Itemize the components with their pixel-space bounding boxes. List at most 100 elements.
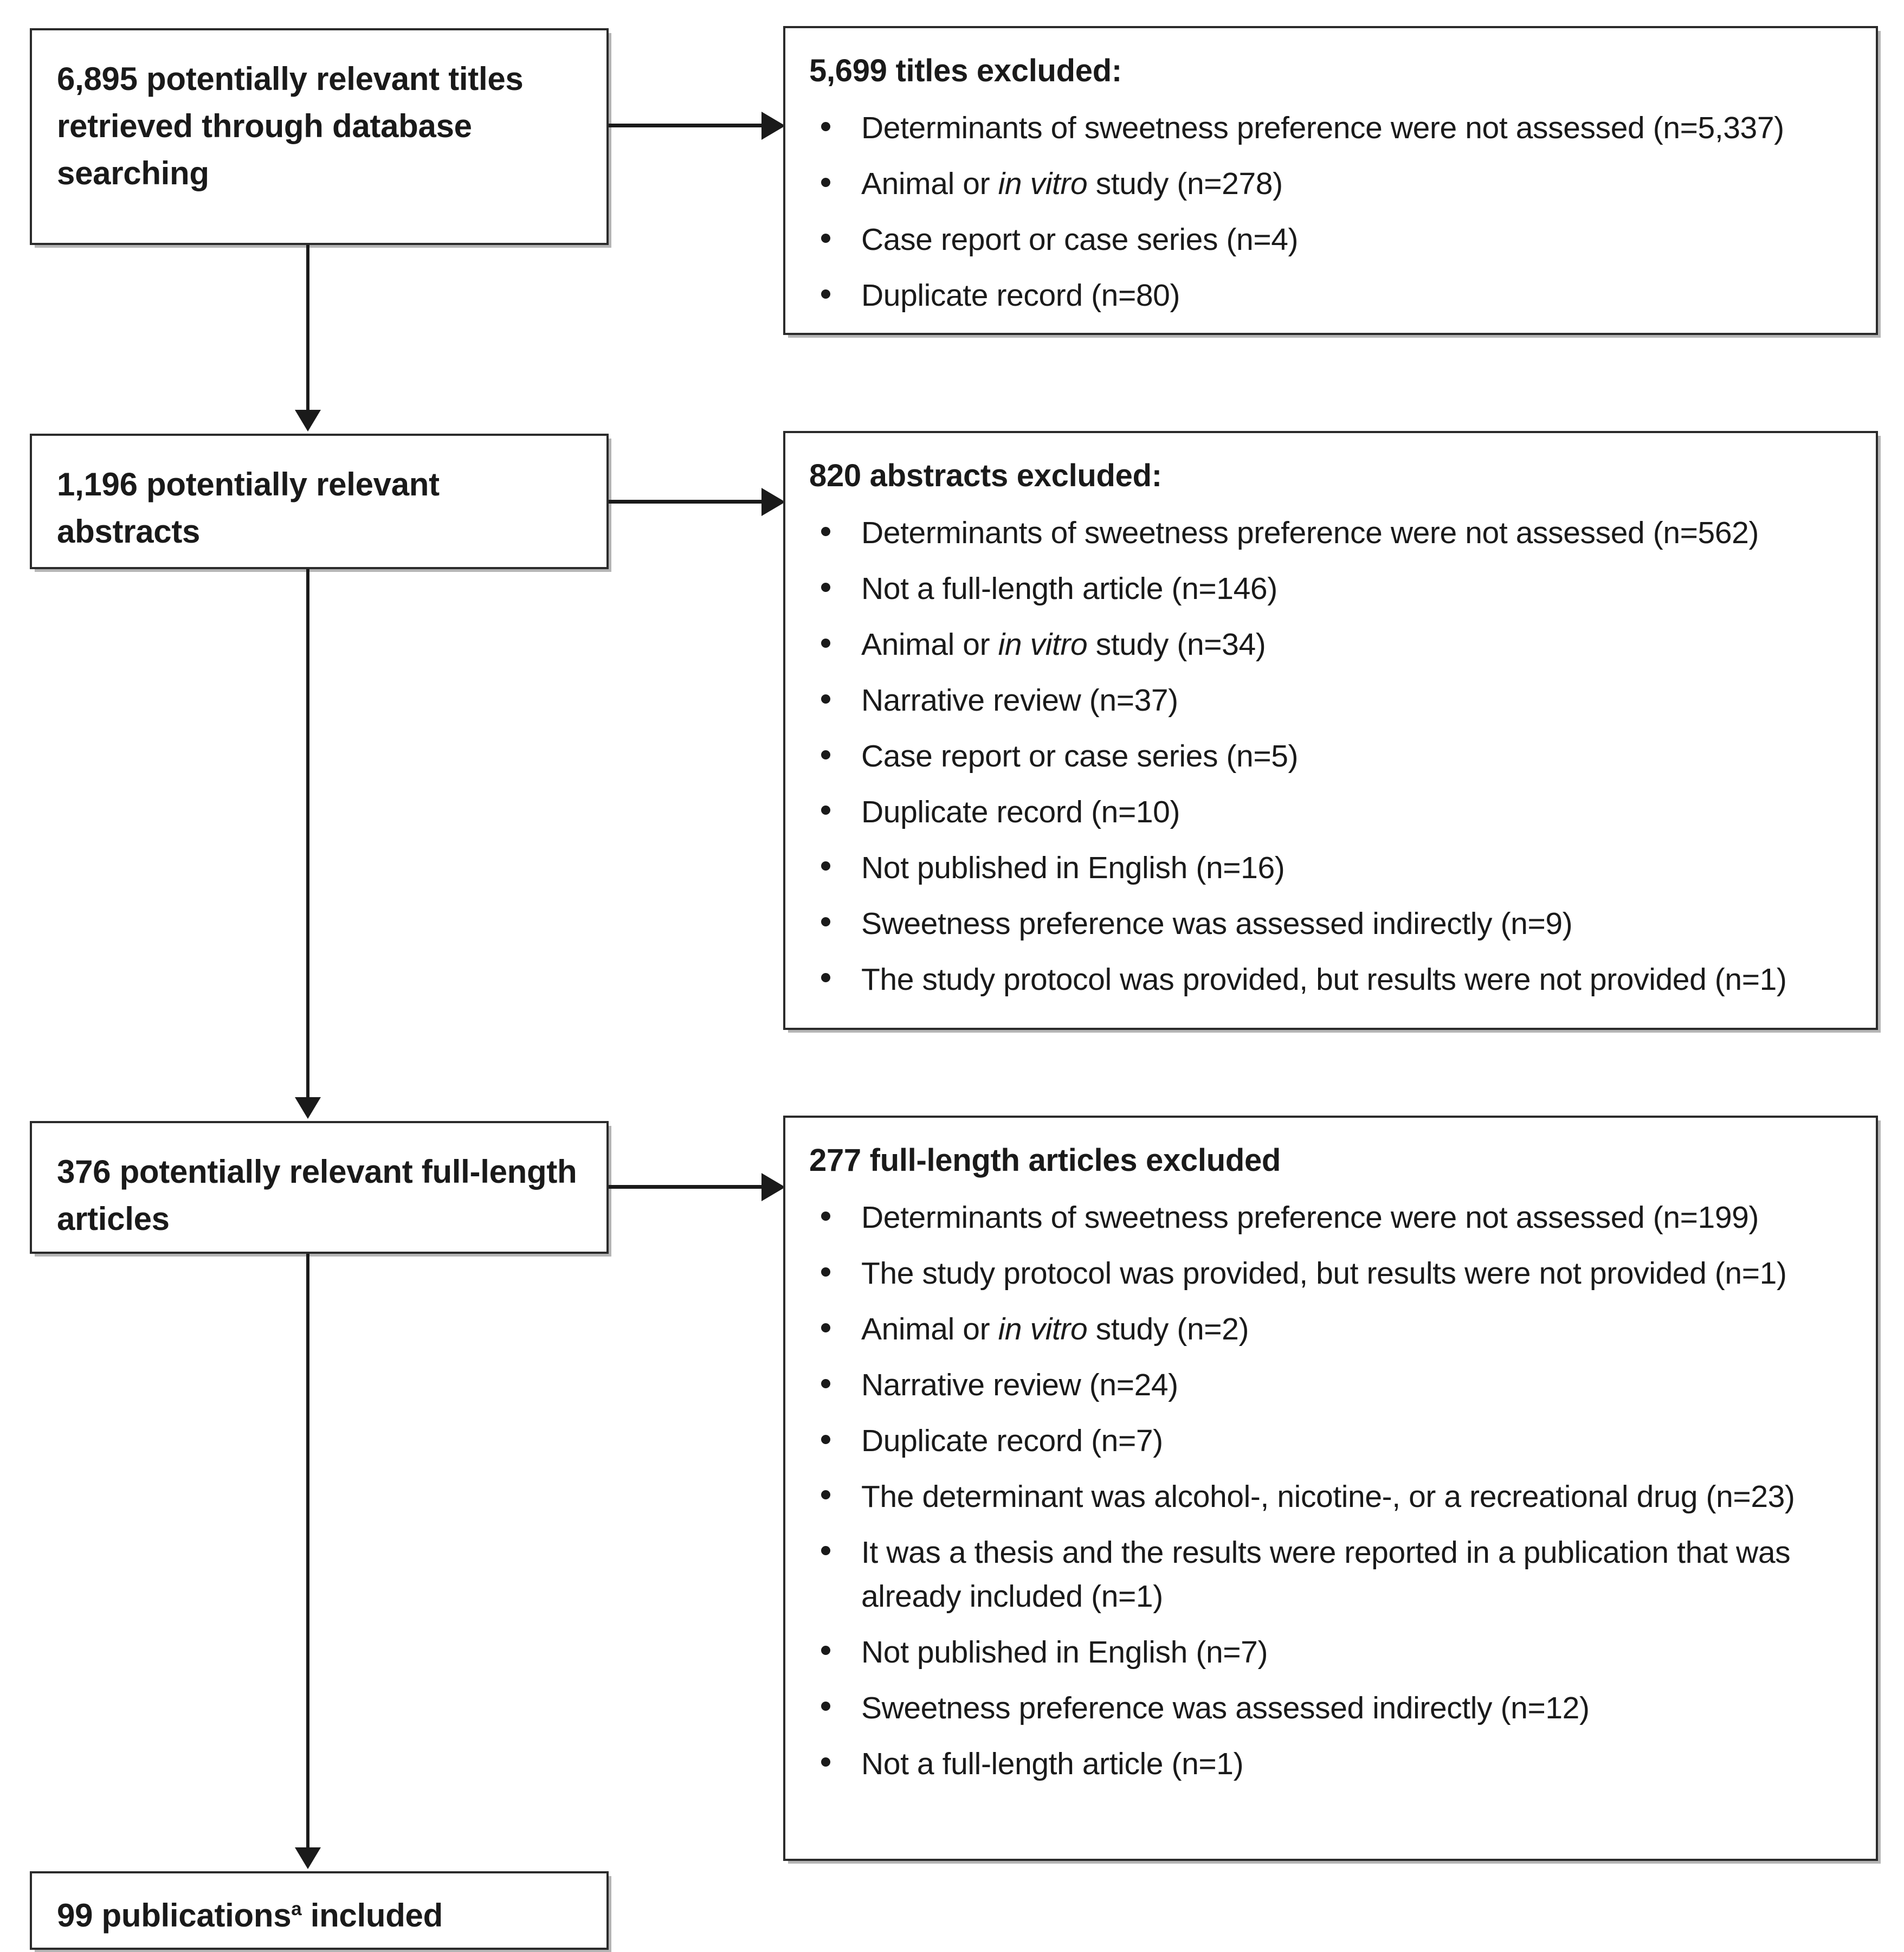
stage-label-full-length-articles: 376 potentially relevant full-length art… xyxy=(57,1154,577,1237)
exclusion-item-text: Not published in English (n=16) xyxy=(861,850,1285,885)
exclusion-list-item: Duplicate record (n=7) xyxy=(809,1419,1852,1463)
exclusion-list-item: Determinants of sweetness preference wer… xyxy=(809,511,1852,555)
exclusion-item-text: Duplicate record (n=7) xyxy=(861,1423,1163,1459)
exclusion-item-italic-text: in vitro xyxy=(998,627,1088,662)
stage-box-abstracts: 1,196 potentially relevant abstracts xyxy=(30,434,609,569)
exclusion-list-item: Animal or in vitro study (n=278) xyxy=(809,162,1852,206)
stage-label-titles: 6,895 potentially relevant titles retrie… xyxy=(57,61,524,191)
arrowhead-articles-to-included xyxy=(295,1847,321,1869)
exclusion-item-text: Animal or xyxy=(861,1312,998,1347)
exclusion-header-full-length-articles: 277 full-length articles excluded xyxy=(809,1143,1281,1178)
bullet-icon xyxy=(821,1323,830,1332)
bullet-icon xyxy=(821,1646,830,1655)
exclusion-box-full-length-articles-inner: 277 full-length articles excluded Determ… xyxy=(785,1118,1876,1802)
exclusion-box-abstracts-inner: 820 abstracts excluded: Determinants of … xyxy=(785,433,1876,1018)
exclusion-list-item: Not published in English (n=7) xyxy=(809,1631,1852,1674)
bullet-icon xyxy=(821,806,830,815)
bullet-icon xyxy=(821,1434,830,1444)
bullet-icon xyxy=(821,1490,830,1500)
exclusion-list-item: Animal or in vitro study (n=34) xyxy=(809,623,1852,667)
exclusion-item-text-tail: study (n=34) xyxy=(1087,627,1266,662)
included-footnote-marker: a xyxy=(291,1898,302,1919)
exclusion-list-item: Sweetness preference was assessed indire… xyxy=(809,1686,1852,1730)
exclusion-item-italic-text: in vitro xyxy=(998,1312,1088,1347)
exclusion-item-text: Case report or case series (n=4) xyxy=(861,222,1299,257)
arrowhead-abstracts-to-exclusion xyxy=(761,488,785,516)
exclusion-item-text-tail: study (n=278) xyxy=(1087,166,1283,202)
bullet-icon xyxy=(821,1702,830,1711)
arrowhead-abstracts-to-articles xyxy=(295,1097,321,1119)
exclusion-item-text: Not a full-length article (n=146) xyxy=(861,571,1277,607)
connector-titles-to-abstracts xyxy=(306,245,309,413)
exclusion-list-titles: Determinants of sweetness preference wer… xyxy=(809,106,1852,318)
exclusion-item-text: Duplicate record (n=80) xyxy=(861,278,1180,313)
arrowhead-titles-to-abstracts xyxy=(295,410,321,431)
exclusion-box-full-length-articles: 277 full-length articles excluded Determ… xyxy=(783,1116,1878,1861)
exclusion-item-text: Not a full-length article (n=1) xyxy=(861,1746,1244,1781)
included-count-label: 99 publications xyxy=(57,1897,292,1934)
exclusion-list-item: The study protocol was provided, but res… xyxy=(809,1252,1852,1296)
exclusion-item-text: The study protocol was provided, but res… xyxy=(861,1256,1787,1291)
exclusion-list-item: Duplicate record (n=10) xyxy=(809,790,1852,834)
connector-titles-to-exclusion xyxy=(609,124,766,127)
included-suffix-label: included xyxy=(301,1897,443,1934)
exclusion-item-text: Sweetness preference was assessed indire… xyxy=(861,1690,1590,1725)
exclusion-item-italic-text: in vitro xyxy=(998,166,1088,202)
stage-box-titles: 6,895 potentially relevant titles retrie… xyxy=(30,28,609,245)
bullet-icon xyxy=(821,233,830,243)
exclusion-box-abstracts: 820 abstracts excluded: Determinants of … xyxy=(783,431,1878,1030)
exclusion-item-text: Case report or case series (n=5) xyxy=(861,739,1299,774)
exclusion-list-item: Determinants of sweetness preference wer… xyxy=(809,106,1852,150)
exclusion-list-item: Determinants of sweetness preference wer… xyxy=(809,1196,1852,1240)
exclusion-list-item: Case report or case series (n=5) xyxy=(809,735,1852,778)
exclusion-list-item: Animal or in vitro study (n=2) xyxy=(809,1307,1852,1351)
bullet-icon xyxy=(821,582,830,592)
exclusion-list-item: Narrative review (n=37) xyxy=(809,679,1852,723)
bullet-icon xyxy=(821,177,830,187)
exclusion-list-item: Duplicate record (n=80) xyxy=(809,274,1852,318)
connector-articles-to-included xyxy=(306,1254,309,1850)
bullet-icon xyxy=(821,750,830,759)
exclusion-box-titles: 5,699 titles excluded: Determinants of s… xyxy=(783,26,1878,335)
exclusion-list-full-length-articles: Determinants of sweetness preference wer… xyxy=(809,1196,1852,1786)
exclusion-item-text: Narrative review (n=24) xyxy=(861,1368,1178,1403)
stage-box-full-length-articles: 376 potentially relevant full-length art… xyxy=(30,1121,609,1254)
bullet-icon xyxy=(821,1546,830,1556)
stage-box-abstracts-inner: 1,196 potentially relevant abstracts xyxy=(32,436,606,571)
stage-box-full-length-articles-inner: 376 potentially relevant full-length art… xyxy=(32,1123,606,1259)
exclusion-item-text: Animal or xyxy=(861,627,998,662)
bullet-icon xyxy=(821,526,830,536)
exclusion-box-titles-inner: 5,699 titles excluded: Determinants of s… xyxy=(785,28,1876,334)
exclusion-item-text: The study protocol was provided, but res… xyxy=(861,962,1787,997)
bullet-icon xyxy=(821,1267,830,1277)
exclusion-list-item: It was a thesis and the results were rep… xyxy=(809,1531,1852,1619)
exclusion-item-text: Determinants of sweetness preference wer… xyxy=(861,1200,1759,1235)
exclusion-list-item: Not a full-length article (n=146) xyxy=(809,567,1852,611)
exclusion-list-item: Sweetness preference was assessed indire… xyxy=(809,902,1852,946)
bullet-icon xyxy=(821,973,830,983)
bullet-icon xyxy=(821,1757,830,1767)
exclusion-list-item: The determinant was alcohol-, nicotine-,… xyxy=(809,1475,1852,1519)
exclusion-item-text: Narrative review (n=37) xyxy=(861,683,1178,718)
exclusion-item-text: Duplicate record (n=10) xyxy=(861,794,1180,829)
exclusion-header-titles: 5,699 titles excluded: xyxy=(809,53,1122,88)
stage-box-included-inner: 99 publicationsa included xyxy=(32,1873,606,1952)
exclusion-header-abstracts: 820 abstracts excluded: xyxy=(809,458,1162,493)
exclusion-item-text: Sweetness preference was assessed indire… xyxy=(861,906,1573,941)
connector-articles-to-exclusion xyxy=(609,1185,766,1189)
stage-box-included: 99 publicationsa included xyxy=(30,1871,609,1950)
bullet-icon xyxy=(821,694,830,704)
bullet-icon xyxy=(821,638,830,648)
exclusion-list-abstracts: Determinants of sweetness preference wer… xyxy=(809,511,1852,1001)
bullet-icon xyxy=(821,1211,830,1221)
connector-abstracts-to-exclusion xyxy=(609,500,766,504)
bullet-icon xyxy=(821,289,830,299)
bullet-icon xyxy=(821,917,830,927)
exclusion-item-text: Animal or xyxy=(861,166,998,202)
arrowhead-titles-to-exclusion xyxy=(761,112,785,140)
arrowhead-articles-to-exclusion xyxy=(761,1173,785,1201)
exclusion-list-item: Not a full-length article (n=1) xyxy=(809,1742,1852,1786)
exclusion-item-text: The determinant was alcohol-, nicotine-,… xyxy=(861,1479,1795,1514)
stage-label-abstracts: 1,196 potentially relevant abstracts xyxy=(57,466,440,550)
